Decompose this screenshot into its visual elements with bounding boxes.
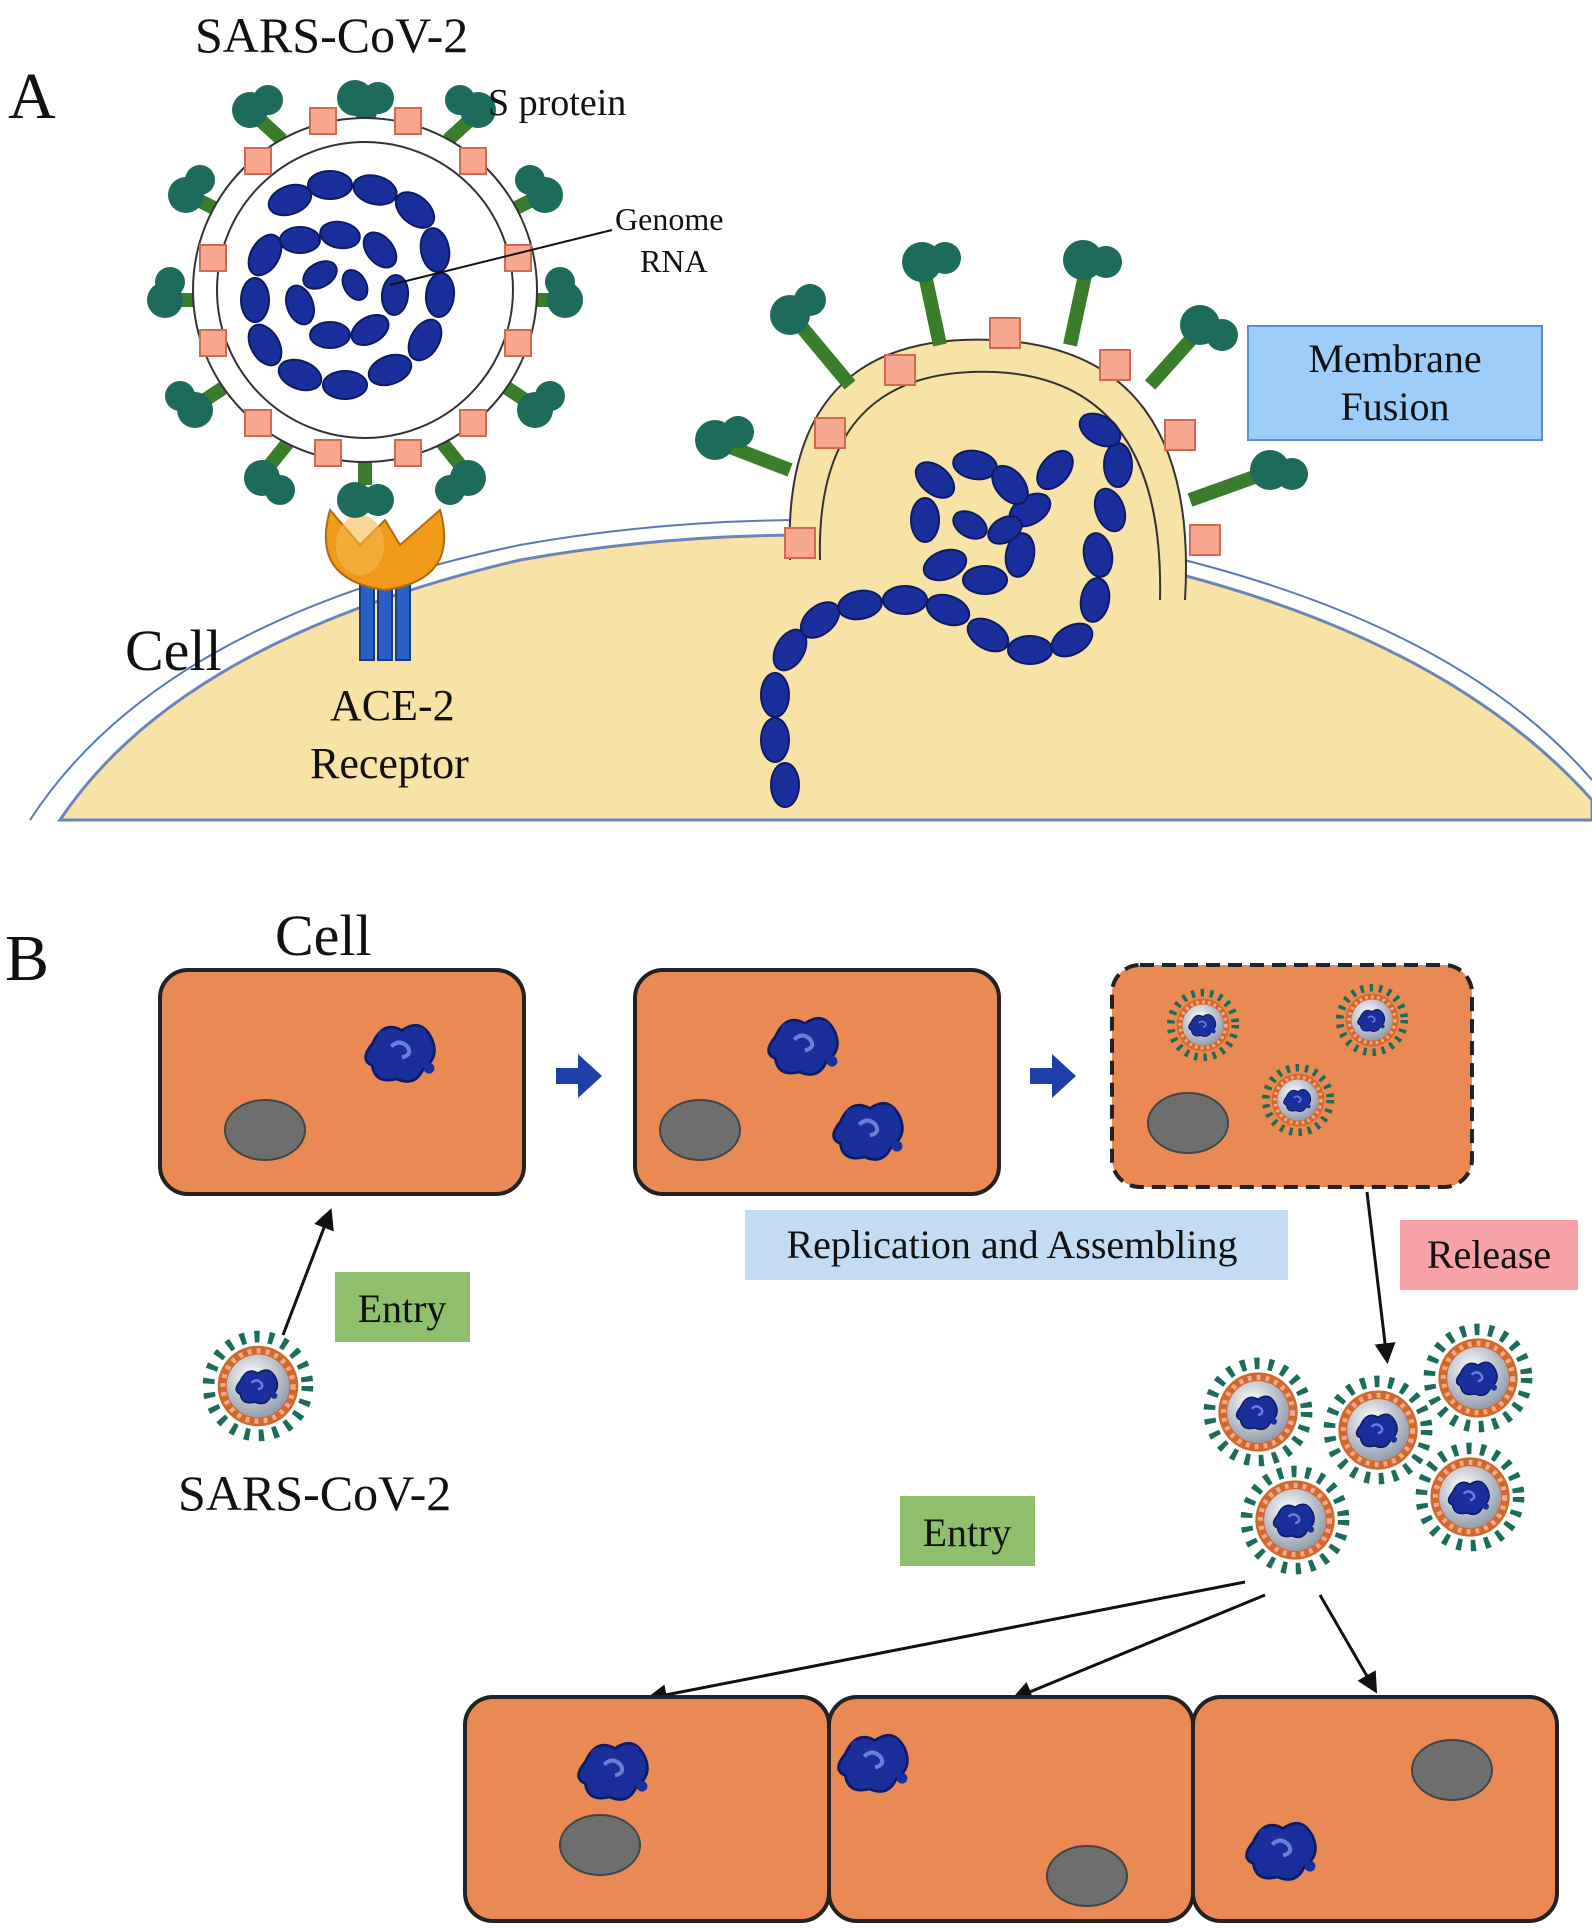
fusion-spikes [695,240,1308,507]
virion-envelope-proteins [199,107,532,467]
genome-label-line1: Genome [615,201,723,237]
fusion-envelope-proteins [784,317,1221,559]
nucleus-1 [224,1099,306,1161]
release-box [1400,1220,1578,1290]
fusion-label-line2: Fusion [1341,384,1450,429]
panel-b-letter: B [5,922,49,995]
released-virion-3 [1429,1329,1526,1426]
release-label: Release [1427,1232,1551,1277]
release-arrow [1365,1191,1396,1365]
cell-body-a [57,533,1592,822]
receptor-label-line2: Receptor [310,739,469,788]
released-virion-1 [1209,1363,1306,1460]
receptor-label-line1: ACE-2 [330,681,455,730]
fusing-virion [695,240,1308,808]
nucleus-4 [559,1814,641,1876]
s-protein-label: S protein [488,82,626,124]
entering-virion [209,1337,308,1436]
cell-6 [1191,1695,1559,1923]
replication-label: Replication and Assembling [786,1222,1237,1267]
nucleus-6 [1411,1739,1493,1801]
entry-arrow-middle [1011,1593,1266,1702]
entry-arrow-top [281,1208,334,1336]
virion-a [147,80,613,518]
released-virion-5 [1421,1448,1518,1545]
cell-2 [633,968,1001,1196]
cell-1 [158,968,526,1196]
virion-spikes [147,80,583,518]
cell-label-a: Cell [125,618,222,683]
nucleus-2 [659,1099,741,1161]
ace2-receptor [324,507,446,661]
released-virion-2 [1329,1381,1426,1478]
released-virion-4 [1246,1471,1343,1568]
cell-3 [1110,963,1474,1189]
entry-label-bottom: Entry [923,1510,1012,1555]
nucleus-3 [1147,1092,1229,1154]
membrane-fusion-box [1247,325,1543,441]
entry-box-bottom [900,1496,1035,1566]
entry-label-top: Entry [358,1286,447,1331]
entry-arrow-right [1318,1594,1378,1694]
cell-4 [463,1695,831,1923]
genome-pointer-line [389,229,613,286]
virus-label-b: SARS-CoV-2 [178,1465,451,1521]
cell-label-b: Cell [275,903,372,968]
nucleus-5 [1046,1845,1128,1907]
virus-title-a: SARS-CoV-2 [195,7,468,63]
released-rna [760,412,1133,808]
cell-5 [827,1695,1195,1923]
panel-a: A SARS-CoV-2 S protein Genome RNA Cell A… [8,7,1592,822]
fusion-label-line1: Membrane [1308,336,1481,381]
flow-arrow-2 [1030,1054,1076,1098]
genome-label-line2: RNA [640,243,708,279]
genome-rna-coil [240,170,456,400]
flow-arrow-1 [556,1054,602,1098]
panel-a-letter: A [8,60,56,133]
panel-b: B Cell Entry SARS-CoV-2 [5,903,1578,1923]
entry-box-top [335,1272,470,1342]
replication-box [745,1210,1288,1280]
entry-arrow-left [645,1580,1246,1706]
